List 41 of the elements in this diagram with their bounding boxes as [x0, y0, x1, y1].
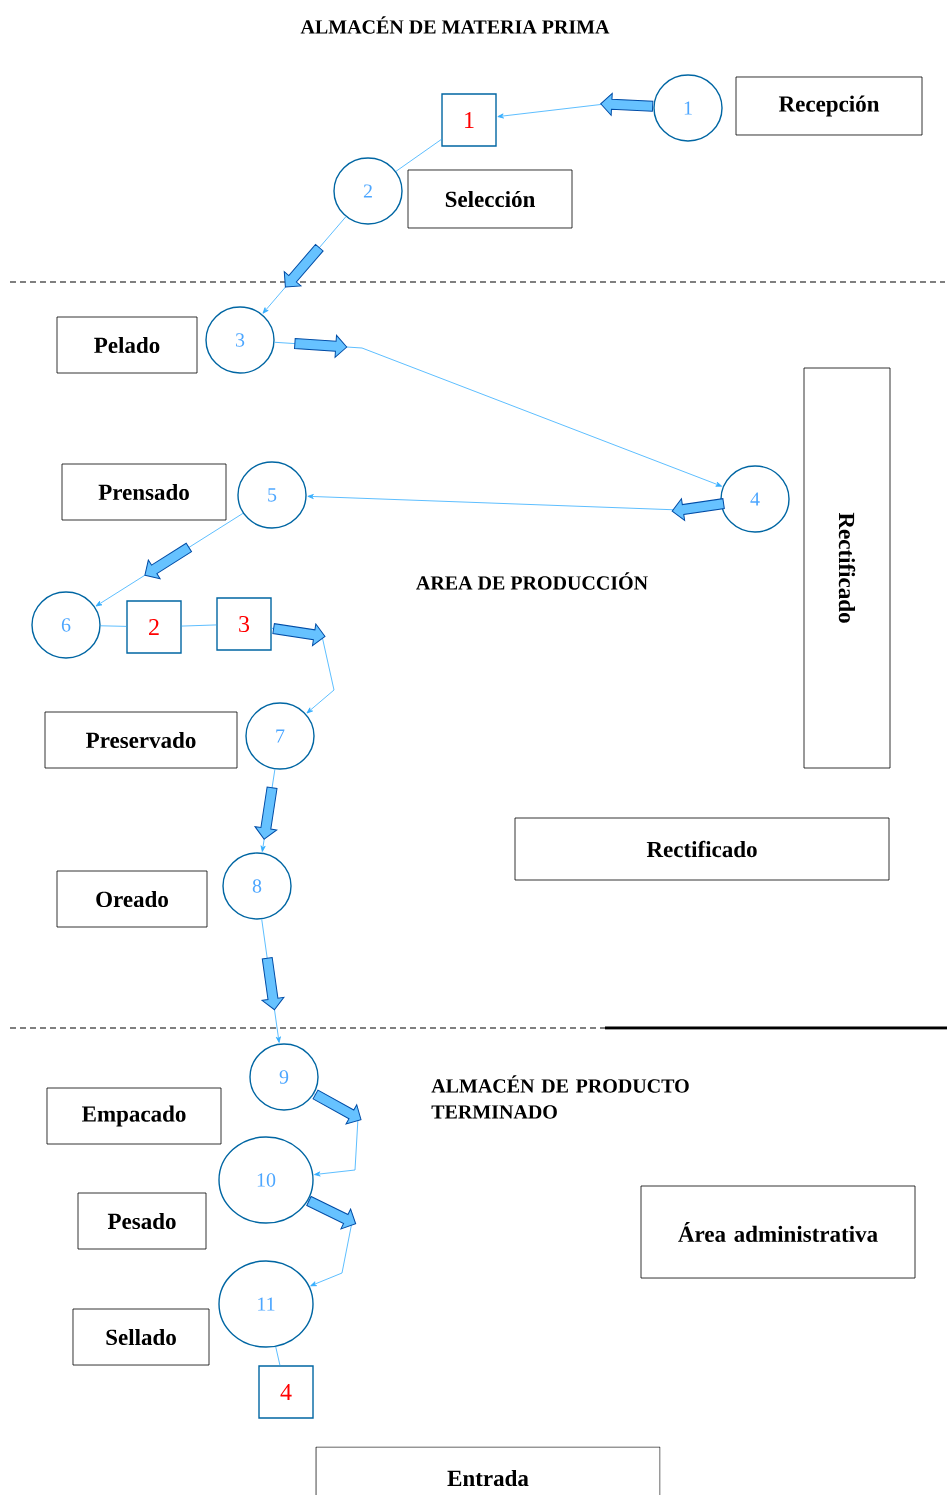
circle-node: 10 [218, 1136, 314, 1224]
arrow [254, 768, 278, 852]
label-box: Recepción [735, 76, 923, 136]
arrow [274, 334, 723, 487]
zone-heading: ALMACÉN DE MATERIA PRIMA [300, 16, 610, 34]
circle-node: 9 [249, 1043, 319, 1111]
square-node: 3 [216, 597, 272, 651]
arrow [497, 92, 654, 119]
label-box: Entrada [315, 1446, 661, 1495]
arrow [312, 1089, 362, 1177]
label-box: Pelado [56, 316, 198, 374]
arrow [95, 512, 244, 607]
label-box: Pesado [77, 1192, 207, 1250]
arrow [262, 216, 347, 314]
label-box: Rectificado [803, 367, 891, 769]
circle-node: 8 [222, 852, 292, 920]
label-box: Sellado [72, 1308, 210, 1366]
circle-node: 7 [245, 702, 315, 770]
label-box: Selección [407, 169, 573, 229]
arrow [271, 623, 335, 714]
square-node: 1 [441, 93, 497, 147]
zone-heading: AREA DE PRODUCCIÓN [416, 572, 648, 590]
square-node: 2 [126, 600, 182, 654]
label-box: Empacado [46, 1087, 222, 1145]
label-box: Prensado [61, 463, 227, 521]
circle-node: 2 [333, 157, 403, 225]
arrow [306, 1196, 357, 1287]
circle-node: 5 [237, 461, 307, 529]
circle-node: 3 [205, 306, 275, 374]
label-box: Área administrativa [640, 1185, 916, 1279]
label-box: Preservado [44, 711, 238, 769]
label-box: Oreado [56, 870, 208, 928]
circle-node: 4 [720, 465, 790, 533]
arrow [307, 494, 725, 521]
label-box: Rectificado [514, 817, 890, 881]
arrow [261, 919, 285, 1043]
square-node: 4 [258, 1365, 314, 1419]
zone-heading: ALMACÉN DE PRODUCTO TERMINADO [431, 1075, 689, 1119]
circle-node: 6 [31, 591, 101, 659]
circle-node: 11 [218, 1260, 314, 1348]
circle-node: 1 [653, 74, 723, 142]
